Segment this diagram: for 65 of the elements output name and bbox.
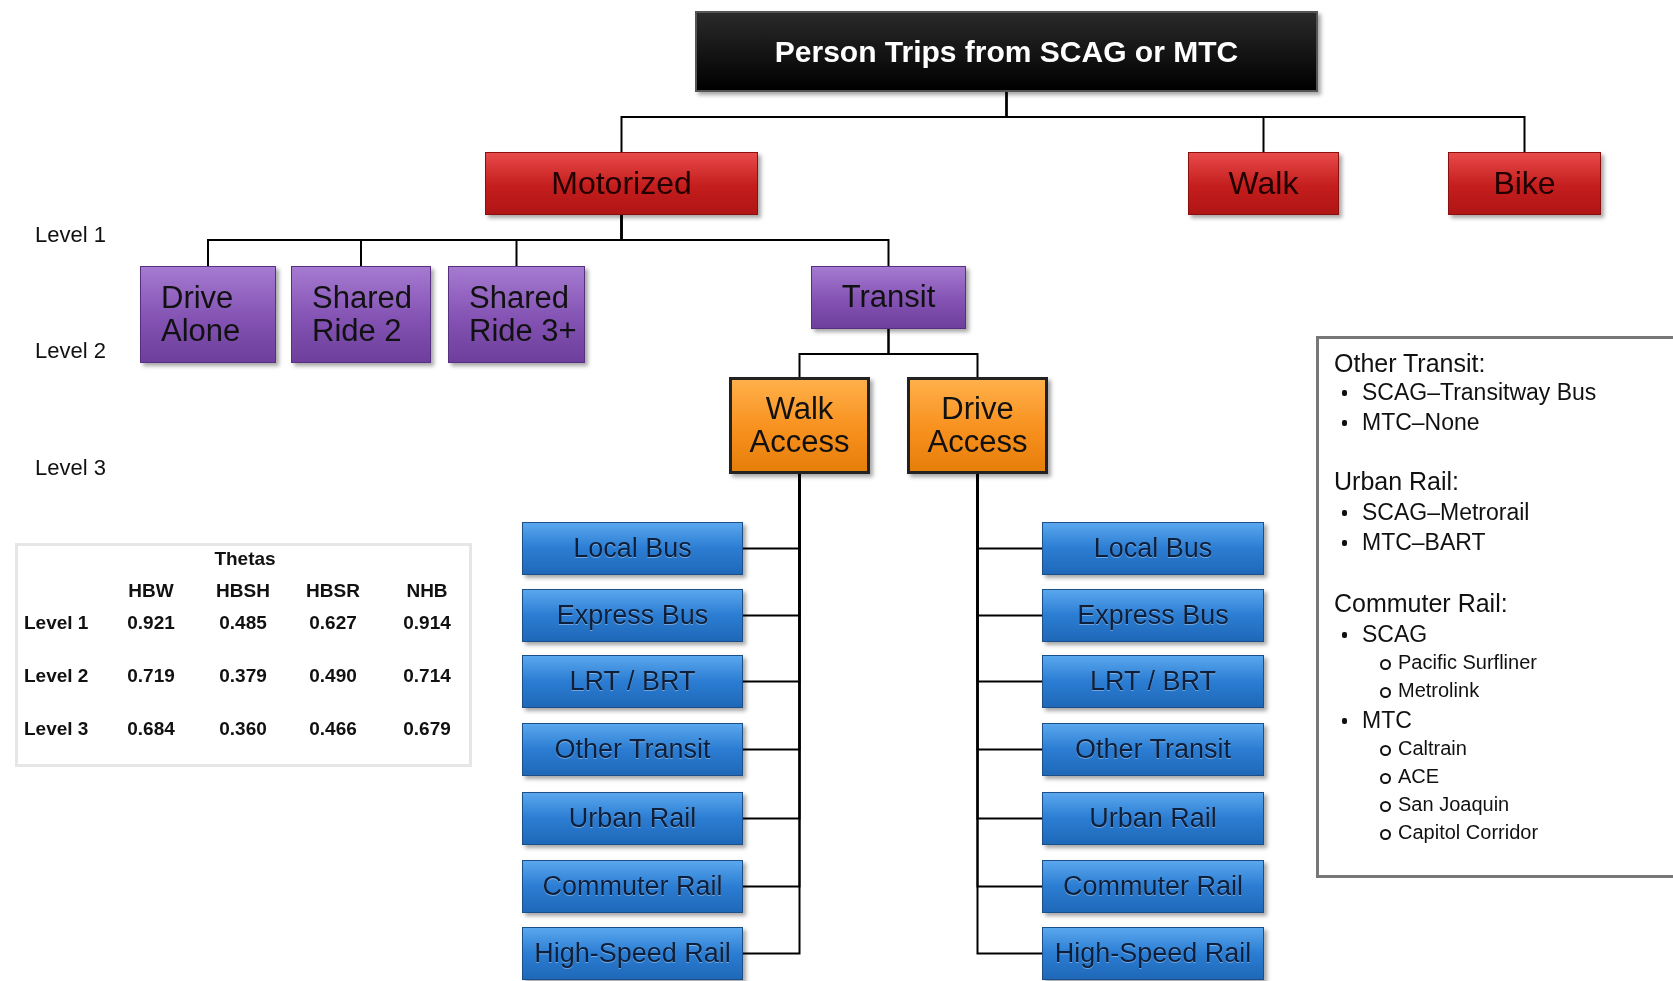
transit-mode-box: High-Speed Rail	[522, 927, 743, 980]
table-value: 0.679	[403, 718, 451, 740]
connector-line	[620, 214, 890, 267]
sub-bullet-item: San Joaquin	[1334, 793, 1510, 816]
transit-mode-box: LRT / BRT	[1042, 655, 1264, 708]
bullet-item: MTC	[1334, 707, 1412, 734]
row-header: Level 3	[24, 718, 89, 740]
transit-mode-box: Other Transit	[1042, 723, 1264, 776]
transit-mode-box: Urban Rail	[522, 792, 743, 845]
row-header: Level 2	[24, 665, 89, 687]
bullet-item: MTC–None	[1334, 409, 1480, 436]
table-title: Thetas	[214, 548, 276, 570]
note-heading: Urban Rail:	[1334, 467, 1460, 496]
column-header: NHB	[406, 580, 448, 602]
access-box: Drive Access	[907, 377, 1048, 474]
category-box: Bike	[1448, 152, 1601, 215]
mode-box: Drive Alone	[140, 266, 276, 363]
level-label: Level 1	[35, 222, 106, 248]
bullet-item: SCAG	[1334, 621, 1428, 648]
table-value: 0.684	[127, 718, 175, 740]
column-header: HBSR	[306, 580, 360, 602]
access-box: Walk Access	[729, 377, 870, 474]
bullet-item: SCAG–Metrorail	[1334, 499, 1530, 526]
category-box: Walk	[1188, 152, 1339, 215]
transit-mode-box: Local Bus	[1042, 522, 1264, 575]
column-header: HBW	[128, 580, 174, 602]
transit-mode-box: Commuter Rail	[522, 860, 743, 913]
mode-box: Shared Ride 3+	[448, 266, 585, 363]
transit-mode-box: Urban Rail	[1042, 792, 1264, 845]
sub-bullet-item: Capitol Corridor	[1334, 821, 1539, 844]
transit-mode-box: Commuter Rail	[1042, 860, 1264, 913]
sub-bullet-item: Metrolink	[1334, 679, 1480, 702]
table-value: 0.921	[127, 612, 175, 634]
transit-mode-box: Other Transit	[522, 723, 743, 776]
sub-bullet-item: Caltrain	[1334, 737, 1467, 760]
bullet-item: MTC–BART	[1334, 529, 1486, 556]
table-value: 0.627	[309, 612, 357, 634]
transit-mode-box: Local Bus	[522, 522, 743, 575]
note-heading: Commuter Rail:	[1334, 589, 1508, 618]
title-box: Person Trips from SCAG or MTC	[695, 11, 1318, 92]
column-header: HBSH	[216, 580, 270, 602]
level-label: Level 2	[35, 338, 106, 364]
row-header: Level 1	[24, 612, 89, 634]
transit-mode-box: LRT / BRT	[522, 655, 743, 708]
table-value: 0.490	[309, 665, 357, 687]
table-value: 0.360	[219, 718, 267, 740]
transit-mode-box: Express Bus	[1042, 589, 1264, 642]
table-value: 0.379	[219, 665, 267, 687]
connector-line	[887, 328, 979, 378]
sub-bullet-item: Pacific Surfliner	[1334, 651, 1537, 674]
connector-line	[1005, 91, 1526, 153]
table-value: 0.914	[403, 612, 451, 634]
sub-bullet-item: ACE	[1334, 765, 1440, 788]
mode-box: Shared Ride 2	[291, 266, 431, 363]
level-label: Level 3	[35, 455, 106, 481]
transit-mode-box: Express Bus	[522, 589, 743, 642]
table-value: 0.485	[219, 612, 267, 634]
note-heading: Other Transit:	[1334, 349, 1486, 378]
table-value: 0.714	[403, 665, 451, 687]
table-value: 0.719	[127, 665, 175, 687]
mode-box: Transit	[811, 266, 966, 329]
bullet-item: SCAG–Transitway Bus	[1334, 379, 1597, 406]
transit-mode-box: High-Speed Rail	[1042, 927, 1264, 980]
table-value: 0.466	[309, 718, 357, 740]
category-box: Motorized	[485, 152, 758, 215]
